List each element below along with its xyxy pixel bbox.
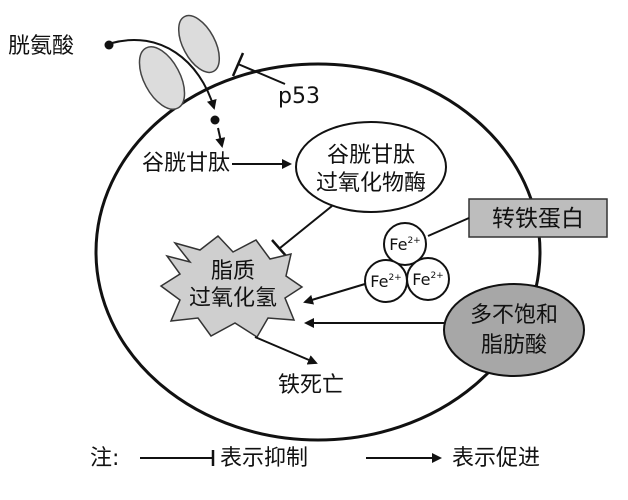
gpx-ellipse: [295, 121, 447, 213]
gpx-label-line1: 谷胱甘肽: [327, 143, 415, 168]
transporter-oval-top: [177, 14, 221, 74]
transporter-oval-bottom: [138, 46, 186, 110]
iron-ion-top: [383, 222, 427, 266]
cystine-dot-inside: [210, 115, 220, 125]
gpx-inhibit-line: [279, 205, 333, 249]
legend-inhibit-label: 表示抑制: [220, 446, 308, 471]
glutathione-label: 谷胱甘肽: [142, 151, 230, 176]
p53-label: p53: [278, 84, 320, 109]
iron-ion-right-label: Fe2+: [412, 270, 443, 289]
transferrin-to-iron-line: [427, 217, 470, 237]
ferroptosis-label: 铁死亡: [278, 373, 344, 398]
p53-inhibit-line: [237, 63, 286, 85]
transferrin-label: 转铁蛋白: [492, 206, 584, 232]
iron-ion-right: [406, 257, 450, 301]
cystine-dot-outside: [104, 40, 114, 50]
pufa-label-line1: 多不饱和: [470, 303, 558, 328]
pufa-label-line2: 脂肪酸: [481, 333, 547, 358]
lipid-to-ferroptosis-arrow: [254, 336, 318, 365]
gpx-label-line2: 过氧化物酶: [316, 171, 426, 196]
legend-promote-label: 表示促进: [452, 446, 540, 471]
lipid-label-line2: 过氧化氢: [189, 286, 277, 311]
cystine-to-glutathione-arrow: [215, 127, 226, 148]
lipid-label-line1: 脂质: [211, 259, 255, 284]
p53-inhibit-bar: [231, 52, 245, 77]
cell-membrane: [94, 62, 542, 442]
lipid-peroxide-starburst: [159, 234, 304, 339]
iron-ion-top-label: Fe2+: [389, 235, 420, 254]
cystine-label: 胱氨酸: [8, 34, 74, 59]
pufa-ellipse: [443, 283, 585, 377]
transferrin-box: [468, 198, 608, 238]
iron-ion-left-label: Fe2+: [370, 272, 401, 291]
cystine-import-arrow: [111, 38, 217, 110]
legend-prefix: 注:: [90, 446, 119, 471]
gpx-inhibit-bar: [271, 239, 288, 258]
iron-to-lipid-arrow: [303, 280, 376, 305]
